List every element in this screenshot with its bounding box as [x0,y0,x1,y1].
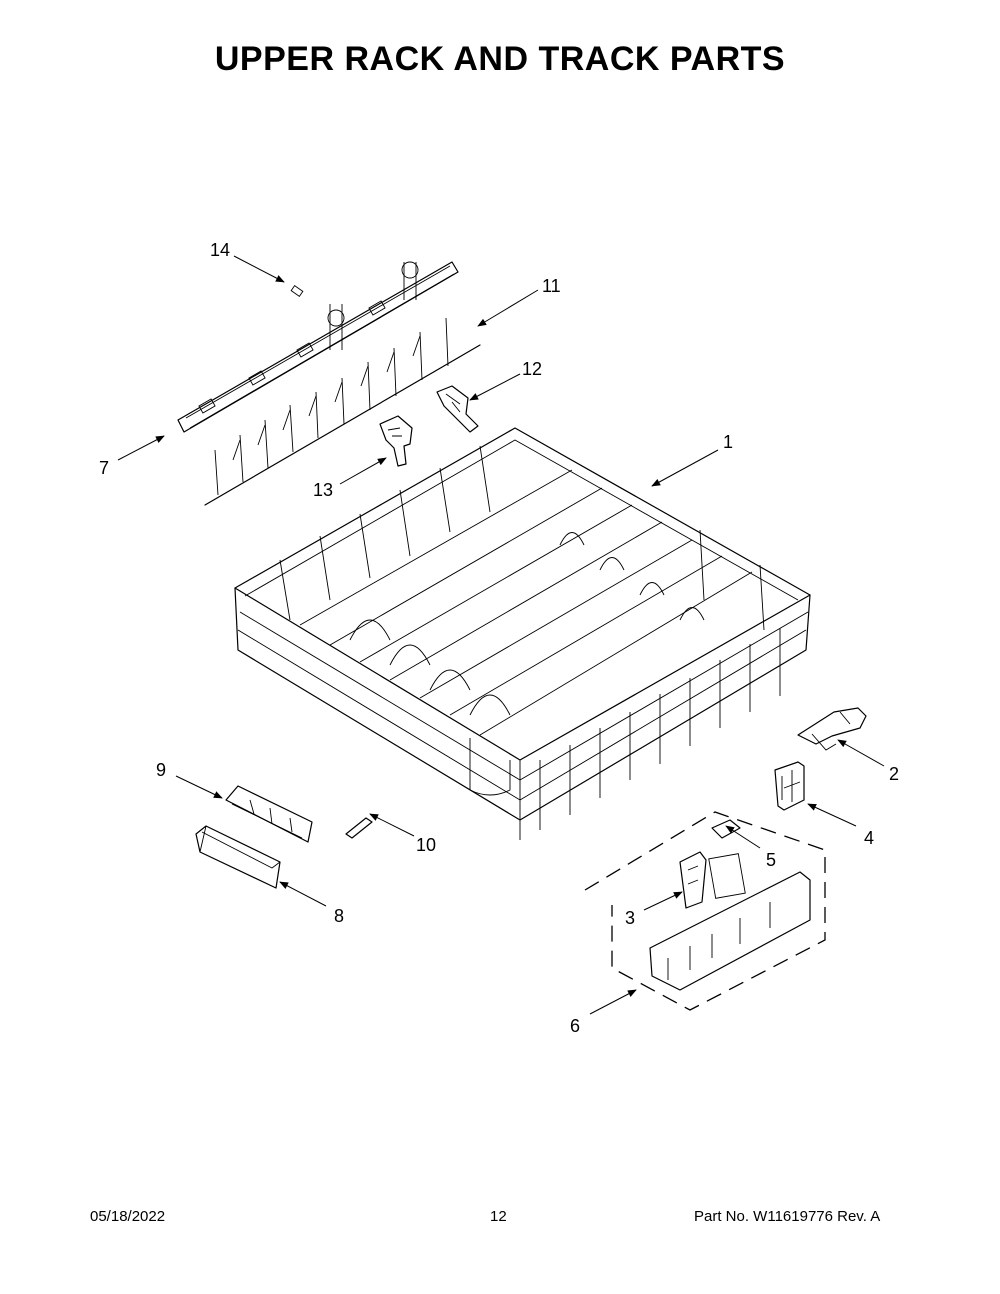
rack-bumper-part-9 [225,785,313,843]
tine-row-part [204,317,481,506]
wheel-clip-part-2 [797,707,867,751]
callout-8: 8 [334,906,344,926]
footer-page-number: 12 [490,1208,507,1225]
callout-7: 7 [99,458,109,478]
leader-lines [117,255,885,1015]
clip-part-12 [436,385,479,433]
clip-part-13 [379,415,413,467]
callout-6: 6 [570,1016,580,1036]
end-cap-part-8 [195,825,281,889]
callout-12: 12 [522,359,542,379]
callout-2: 2 [889,764,899,784]
callout-9: 9 [156,760,166,780]
page-title: UPPER RACK AND TRACK PARTS [214,40,786,78]
pin-part-14 [290,285,304,297]
callout-3: 3 [625,908,635,928]
callout-1: 1 [723,432,733,452]
callout-11: 11 [542,276,561,296]
footer-part-number: Part No. W11619776 Rev. A [694,1208,881,1225]
bracket-part-4 [774,761,805,811]
footer-date: 05/18/2022 [90,1208,166,1225]
callout-4: 4 [864,828,874,848]
callout-14: 14 [210,240,230,260]
callout-13: 13 [313,480,333,500]
callout-10: 10 [416,835,436,855]
pin-part-10 [345,817,373,839]
adjuster-assembly-part-6 [584,811,826,1011]
callout-labels: 1 2 3 4 5 6 7 8 9 10 11 12 13 14 [99,240,899,1036]
upper-rack-basket [234,427,811,840]
callout-5: 5 [766,850,776,870]
track-rail-part [177,261,459,433]
